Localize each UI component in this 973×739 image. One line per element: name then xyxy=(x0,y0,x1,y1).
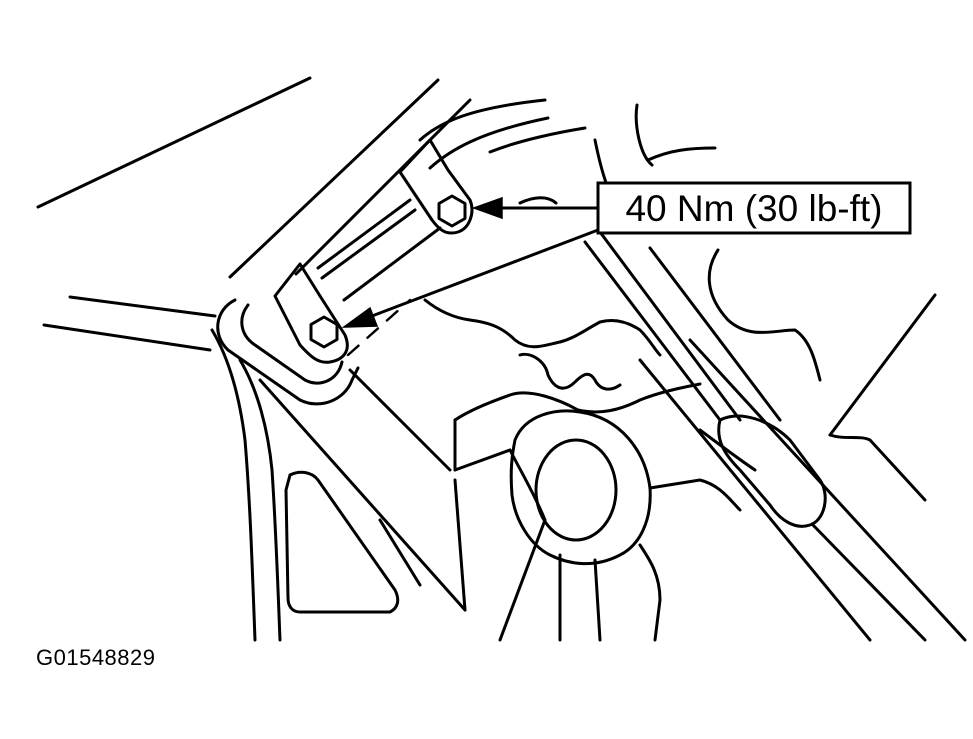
torque-callout: 40 Nm (30 lb-ft) xyxy=(596,181,912,235)
leader-arrows xyxy=(341,196,600,328)
figure-id-label: G01548829 xyxy=(36,645,156,670)
lower-bolt-icon xyxy=(309,315,339,349)
engine-line-art xyxy=(36,76,967,642)
upper-bolt-icon xyxy=(437,194,467,228)
callout-box xyxy=(596,181,912,235)
upper-arrowhead xyxy=(471,196,503,220)
lower-arrowhead xyxy=(341,306,379,328)
torque-label: 40 Nm (30 lb-ft) xyxy=(625,188,882,229)
